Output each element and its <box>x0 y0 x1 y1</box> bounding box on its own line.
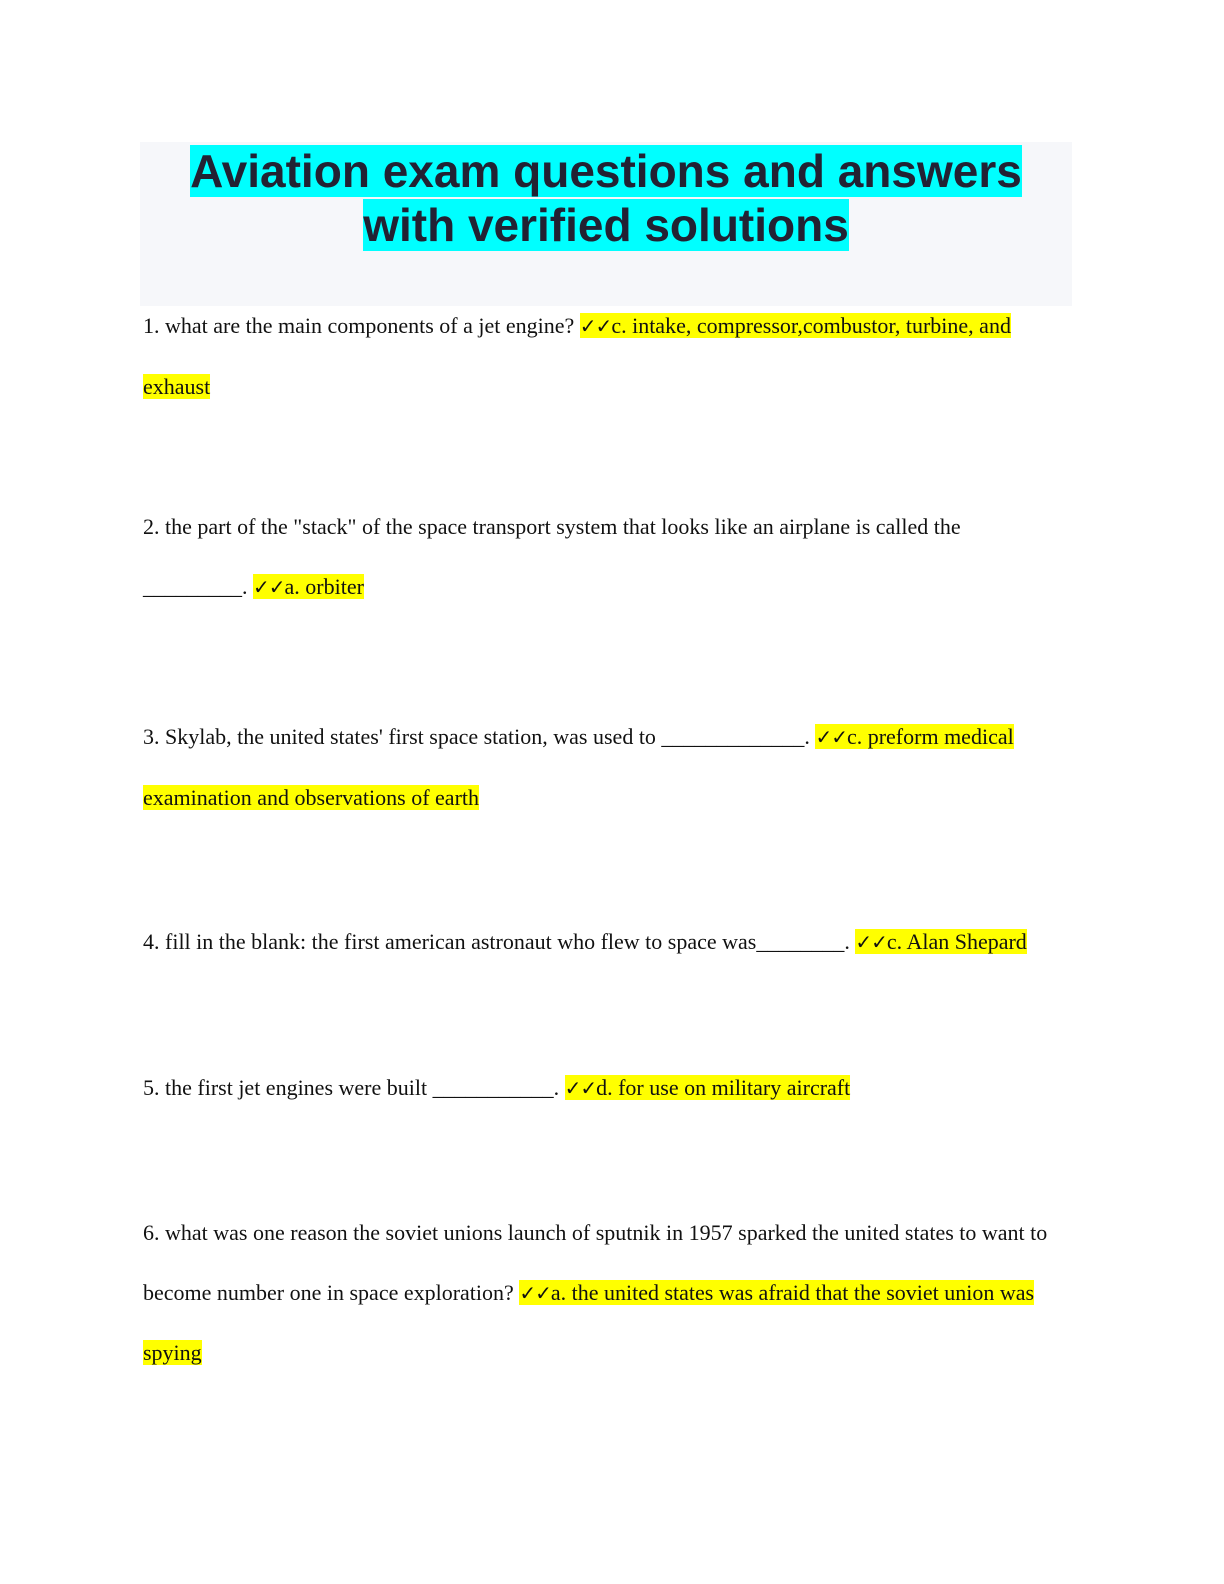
answer-text: c. Alan Shepard <box>886 929 1027 954</box>
question-item-2: 2. the part of the "stack" of the space … <box>143 497 1048 617</box>
check-mark-icon: ✓✓ <box>564 1075 598 1100</box>
answer-highlight: ✓✓d. for use on military aircraft <box>564 1074 851 1100</box>
answer-highlight: ✓✓c. Alan Shepard <box>855 929 1027 954</box>
answer-highlight: ✓✓a. orbiter <box>253 573 364 599</box>
title-line-2: with verified solutions <box>363 199 849 251</box>
check-mark-icon: ✓✓ <box>253 574 286 599</box>
question-item-6: 6. what was one reason the soviet unions… <box>143 1203 1048 1383</box>
question-list: 1. what are the main components of a jet… <box>143 296 1048 1383</box>
check-mark-icon: ✓✓ <box>855 930 888 954</box>
question-text: 4. fill in the blank: the first american… <box>143 929 856 954</box>
title-line-1: Aviation exam questions and answers <box>190 145 1022 197</box>
check-mark-icon: ✓✓ <box>519 1280 552 1305</box>
question-text: 5. the first jet engines were built ____… <box>143 1074 565 1100</box>
check-mark-icon: ✓✓ <box>815 725 848 749</box>
answer-text: c. intake, compressor,combustor, turbine… <box>143 313 1011 399</box>
answer-text: d. for use on military aircraft <box>596 1074 851 1100</box>
answer-text: a. orbiter <box>284 573 364 599</box>
question-item-3: 3. Skylab, the united states' first spac… <box>143 707 1048 827</box>
answer-text: a. the united states was afraid that the… <box>143 1279 1035 1366</box>
question-item-1: 1. what are the main components of a jet… <box>143 296 1048 416</box>
question-item-5: 5. the first jet engines were built ____… <box>143 1058 1048 1119</box>
question-text: 2. the part of the "stack" of the space … <box>143 514 961 599</box>
answer-text: c. preform medical examination and obser… <box>143 724 1014 810</box>
title-box: Aviation exam questions and answers with… <box>140 142 1072 306</box>
question-item-4: 4. fill in the blank: the first american… <box>143 912 1048 973</box>
check-mark-icon: ✓✓ <box>579 314 613 338</box>
document-title: Aviation exam questions and answers with… <box>140 144 1072 252</box>
question-text: 6. what was one reason the soviet unions… <box>143 1220 1048 1305</box>
question-text: 3. Skylab, the united states' first spac… <box>143 724 816 749</box>
question-text: 1. what are the main components of a jet… <box>143 313 580 338</box>
